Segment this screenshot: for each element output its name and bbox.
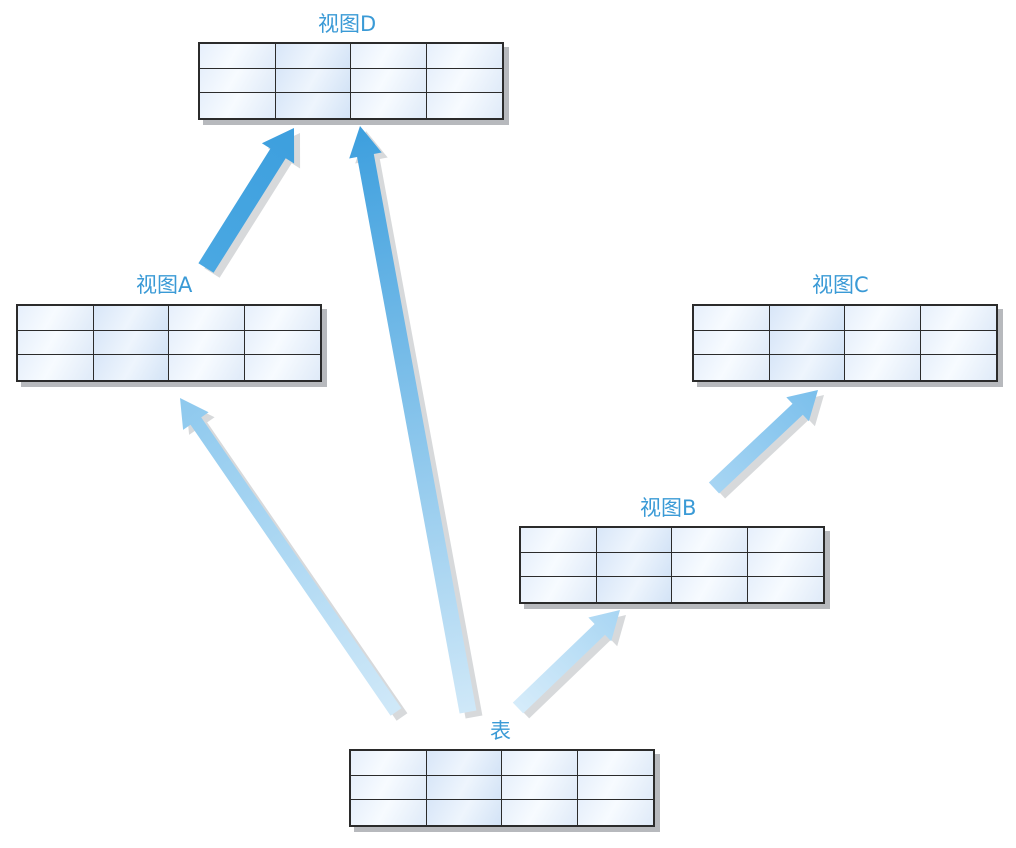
table-cell bbox=[521, 577, 597, 602]
table-cell bbox=[275, 44, 351, 69]
table-cell bbox=[845, 306, 921, 331]
arrow-table-to-view_a bbox=[180, 398, 402, 716]
table-cell bbox=[426, 68, 502, 94]
table-cell bbox=[169, 355, 245, 380]
table-cell bbox=[275, 93, 351, 118]
table-cell bbox=[672, 528, 748, 553]
table-cell bbox=[18, 330, 94, 356]
arrow-shadow bbox=[714, 395, 824, 499]
table-grid bbox=[351, 751, 653, 825]
table-cell bbox=[18, 306, 94, 331]
table-cell bbox=[351, 775, 427, 801]
table-cell bbox=[169, 330, 245, 356]
table-cell bbox=[200, 93, 276, 118]
arrow-view_b-to-view_c bbox=[708, 390, 818, 494]
table-cell bbox=[426, 751, 502, 776]
table-cell bbox=[244, 355, 320, 380]
table-cell bbox=[920, 306, 996, 331]
table-cell bbox=[351, 800, 427, 825]
arrow-table-to-view_b bbox=[512, 610, 620, 714]
table-cell bbox=[672, 577, 748, 602]
view-a-label: 视图A bbox=[136, 273, 193, 297]
table-cell bbox=[169, 306, 245, 331]
table-cell bbox=[521, 552, 597, 578]
table-cell bbox=[351, 93, 427, 118]
table-cell bbox=[747, 528, 823, 553]
table-cell bbox=[596, 577, 672, 602]
table-cell bbox=[920, 355, 996, 380]
table-cell bbox=[672, 552, 748, 578]
table-cell bbox=[521, 528, 597, 553]
table-cell bbox=[845, 330, 921, 356]
table-cell bbox=[426, 44, 502, 69]
table-grid bbox=[694, 306, 996, 380]
table-cell bbox=[769, 355, 845, 380]
table-cell bbox=[200, 44, 276, 69]
table-cell bbox=[694, 330, 770, 356]
table-cell bbox=[351, 44, 427, 69]
view-b-label: 视图B bbox=[640, 496, 697, 520]
view-a-table bbox=[16, 304, 322, 382]
table-cell bbox=[426, 775, 502, 801]
table-cell bbox=[694, 306, 770, 331]
table-cell bbox=[18, 355, 94, 380]
view-c-table bbox=[692, 304, 998, 382]
table-cell bbox=[351, 68, 427, 94]
table-cell bbox=[93, 355, 169, 380]
table-cell bbox=[577, 775, 653, 801]
table-cell bbox=[747, 552, 823, 578]
arrow-shadow bbox=[518, 615, 626, 719]
table-cell bbox=[426, 93, 502, 118]
table-cell bbox=[747, 577, 823, 602]
table-cell bbox=[577, 751, 653, 776]
view-d-label: 视图D bbox=[318, 12, 377, 36]
table-cell bbox=[502, 775, 578, 801]
table-cell bbox=[769, 330, 845, 356]
table-cell bbox=[426, 800, 502, 825]
table-cell bbox=[502, 800, 578, 825]
table-cell bbox=[920, 330, 996, 356]
table-cell bbox=[244, 306, 320, 331]
table-cell bbox=[694, 355, 770, 380]
table-grid bbox=[200, 44, 502, 118]
table-cell bbox=[596, 552, 672, 578]
view-c-label: 视图C bbox=[812, 273, 869, 297]
table-cell bbox=[351, 751, 427, 776]
table-grid bbox=[18, 306, 320, 380]
table-cell bbox=[244, 330, 320, 356]
base-table-label: 表 bbox=[490, 719, 511, 743]
table-cell bbox=[845, 355, 921, 380]
table-cell bbox=[275, 68, 351, 94]
table-cell bbox=[769, 306, 845, 331]
table-cell bbox=[577, 800, 653, 825]
arrow-view_a-to-view_d bbox=[198, 128, 295, 273]
table-cell bbox=[596, 528, 672, 553]
table-grid bbox=[521, 528, 823, 602]
table-cell bbox=[93, 306, 169, 331]
view-d-table bbox=[198, 42, 504, 120]
view-b-table bbox=[519, 526, 825, 604]
table-cell bbox=[93, 330, 169, 356]
base-table bbox=[349, 749, 655, 827]
table-cell bbox=[502, 751, 578, 776]
arrow-table-to-view_d bbox=[349, 126, 477, 714]
table-cell bbox=[200, 68, 276, 94]
